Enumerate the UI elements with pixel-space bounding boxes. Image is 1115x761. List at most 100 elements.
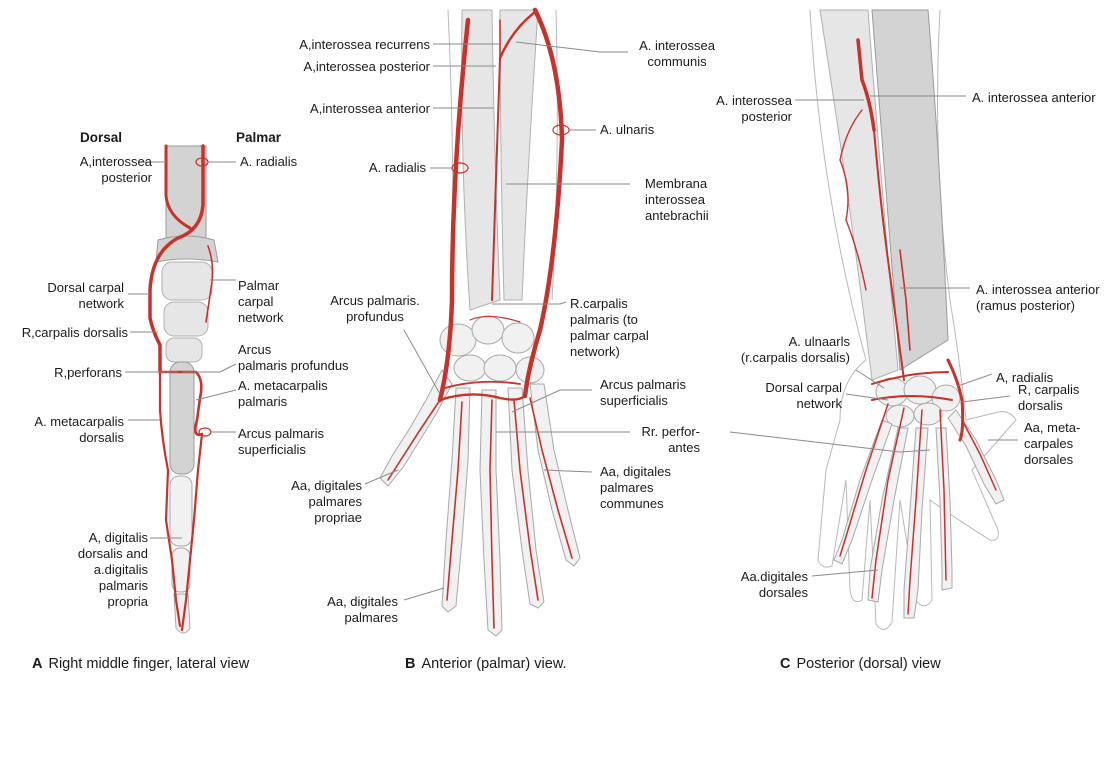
- label-b-interossea-recurrens: A,interossea recurrens: [299, 37, 430, 52]
- label-line: palmares: [600, 480, 654, 495]
- panel-b-radial-artery: [437, 17, 471, 403]
- label-a-radialis: A. radialis: [240, 154, 298, 169]
- label-b-interossea-communis: A. interossea communis: [622, 38, 732, 70]
- panel-b-leader: [364, 469, 399, 485]
- panel-c-drawing: [729, 9, 1018, 630]
- panel-c-hand-outline: [809, 9, 1017, 630]
- panel-b-carpal: [439, 323, 477, 357]
- label-line: A. metacarpalis: [34, 414, 124, 429]
- panel-b-interossea-anterior-artery: [491, 57, 501, 301]
- panel-b-carpal: [453, 354, 487, 382]
- label-line: Aa, digitales: [600, 464, 671, 479]
- panel-a-digital-artery: [180, 432, 204, 632]
- panel-b-little-finger: [529, 383, 581, 567]
- caption-letter: C: [780, 656, 791, 672]
- panel-b-leader: [403, 587, 445, 601]
- label-line: network): [570, 344, 620, 359]
- panel-c-leader: [961, 395, 1011, 403]
- label-line: communes: [600, 496, 664, 511]
- caption-text: Anterior (palmar) view.: [421, 656, 567, 672]
- panel-a-heading-palmar: Palmar: [236, 130, 282, 145]
- label-c-radialis: A, radialis: [996, 370, 1054, 385]
- caption-a: A Right middle finger, lateral view: [32, 656, 249, 672]
- panel-a-interossea-posterior-artery: [164, 144, 192, 230]
- caption-letter: A: [32, 656, 43, 672]
- panel-b-carpal: [501, 322, 535, 354]
- label-a-metacarpalis-dorsalis: A. metacarpalis dorsalis: [10, 414, 124, 446]
- label-b-arcus-superficialis: Arcus palmaris superficialis: [600, 377, 686, 409]
- panel-b-interossea-communis-artery: [498, 10, 537, 60]
- panel-c-ulna-bone: [819, 9, 899, 381]
- label-a-palmar-carpal-network: Palmar carpal network: [238, 278, 284, 326]
- label-c-metacarpales-dorsales: Aa, meta- carpales dorsales: [1024, 420, 1080, 468]
- panel-a-leader: [182, 363, 237, 373]
- label-line: palmaris: [238, 394, 288, 409]
- label-line: Aa, digitales: [291, 478, 362, 493]
- panel-c-leader: [855, 369, 885, 389]
- label-line: Arcus palmaris: [600, 377, 686, 392]
- panel-b-leader: [515, 41, 628, 53]
- label-line: Rr. perfor-: [641, 424, 700, 439]
- label-line: Palmar: [238, 278, 280, 293]
- label-line: dorsalis and: [77, 546, 148, 561]
- label-b-digitales-communes: Aa, digitales palmares communes: [600, 464, 671, 512]
- panel-b-forearm-outline: [551, 9, 558, 301]
- label-line: network: [796, 396, 842, 411]
- panel-a-carpal-2: [163, 301, 209, 337]
- panel-a-arcus-profundus-artery: [158, 370, 204, 436]
- panel-a-metacarpalis-dorsalis-artery: [158, 370, 182, 628]
- panel-b-digital-artery: [489, 399, 495, 629]
- label-b-interossea-anterior: A,interossea anterior: [310, 101, 430, 116]
- panel-b-thumb: [379, 369, 453, 487]
- label-line: Dorsal carpal: [765, 380, 842, 395]
- label-line: (ramus posterior): [976, 298, 1075, 313]
- label-line: A. metacarpalis: [238, 378, 328, 393]
- panel-c-carpal: [913, 402, 943, 426]
- panel-b-ulnar-artery: [522, 7, 565, 399]
- panel-c-leader: [811, 569, 879, 577]
- label-line: Dorsal carpal: [47, 280, 124, 295]
- panel-b-digital-artery: [513, 399, 539, 601]
- label-line: palmares: [308, 494, 362, 509]
- label-line: dorsales: [1024, 452, 1074, 467]
- panel-b-thumb-artery: [387, 399, 441, 481]
- label-line: superficialis: [238, 442, 306, 457]
- panel-a-carpal-1: [161, 261, 213, 301]
- panel-c-metacarpal-artery: [907, 409, 923, 615]
- label-line: Aa, meta-: [1024, 420, 1081, 435]
- panel-b-arcus-superficialis-artery: [438, 393, 527, 402]
- label-c-ulnaris: A. ulnaarls (r.carpalis dorsalis): [700, 334, 850, 366]
- label-line: palmaris (to: [570, 312, 638, 327]
- label-c-digitales-dorsales: Aa.digitales dorsales: [700, 569, 808, 601]
- label-a-carpalis-dorsalis: R,carpalis dorsalis: [21, 325, 128, 340]
- label-a-arcus-profundus: Arcus palmaris profundus: [238, 342, 349, 374]
- label-line: posterior: [101, 170, 152, 185]
- panel-c-interossea-branch: [839, 109, 867, 291]
- label-b-membrana: Membrana interossea antebrachii: [645, 176, 709, 224]
- label-line: dorsalis: [79, 430, 124, 445]
- panel-c-metacarpal-artery: [839, 403, 889, 557]
- label-line: antes: [668, 440, 700, 455]
- panel-c-ramus-posterior-artery: [899, 249, 911, 351]
- label-b-digitales-palmares: Aa, digitales palmares: [290, 594, 398, 626]
- panel-a-arcus-superficialis-marker: [198, 427, 212, 437]
- panel-a-drawing: [125, 144, 237, 634]
- panel-c-metacarpal-artery: [961, 419, 997, 491]
- panel-c-radius-bone: [871, 9, 949, 371]
- panel-b-drawing: [364, 7, 630, 637]
- panel-b-carpal: [483, 354, 517, 382]
- label-b-ulnaris: A. ulnaris: [600, 122, 655, 137]
- panel-c-interossea-posterior-artery: [873, 129, 905, 381]
- caption-text: Right middle finger, lateral view: [48, 656, 250, 672]
- panel-b-digital-artery: [529, 397, 573, 559]
- panel-b-leader: [492, 301, 567, 305]
- panel-a-carpal-3: [165, 337, 203, 363]
- label-line: palmar carpal: [570, 328, 649, 343]
- label-line: dorsales: [758, 585, 808, 600]
- label-line: superficialis: [600, 393, 668, 408]
- panel-c-leader: [957, 373, 993, 387]
- label-c-interossea-posterior: A. interossea posterior: [680, 93, 792, 125]
